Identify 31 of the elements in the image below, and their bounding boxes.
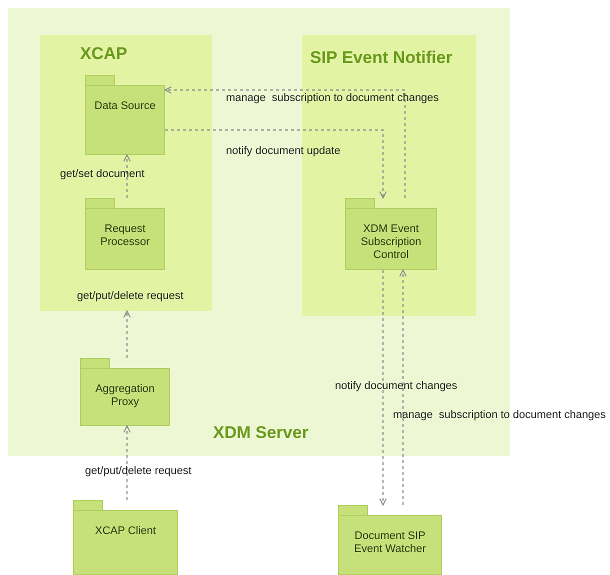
edge-label: manage subscription to document changes: [393, 409, 606, 422]
container-title: XDM Server: [213, 422, 308, 444]
package-box: [85, 198, 165, 270]
dashed-arrow: [399, 269, 407, 505]
edge-label: get/put/delete request: [77, 290, 184, 303]
container-title: XCAP: [80, 43, 128, 65]
dashed-arrow: [123, 310, 131, 358]
package-label: Document SIP Event Watcher: [353, 530, 427, 556]
package-label: Aggregation Proxy: [94, 383, 156, 409]
edge-label: get/put/delete request: [85, 465, 192, 478]
edge-label: get/set document: [60, 168, 144, 181]
dashed-arrow: [164, 86, 406, 198]
dashed-arrow: [165, 129, 387, 199]
package-box: [338, 505, 442, 575]
package-label: XCAP Client: [95, 525, 156, 538]
package-label: Data Source: [94, 100, 156, 113]
edge-label: notify document update: [226, 145, 340, 158]
dashed-arrow: [379, 270, 387, 506]
edge-label: notify document changes: [335, 380, 458, 393]
dashed-arrow: [123, 425, 131, 500]
edge-label: manage subscription to document changes: [226, 92, 439, 105]
package-label: XDM Event Subscription Control: [360, 223, 422, 262]
package-box: [80, 358, 170, 426]
dashed-arrow: [123, 154, 131, 198]
container-panel: [40, 35, 212, 311]
package-box: [345, 198, 437, 270]
container-title: SIP Event Notifier: [310, 47, 452, 69]
package-label: Request Processor: [99, 223, 151, 249]
package-box: [73, 500, 178, 575]
package-box: [85, 75, 165, 155]
container-panel: [8, 8, 510, 456]
